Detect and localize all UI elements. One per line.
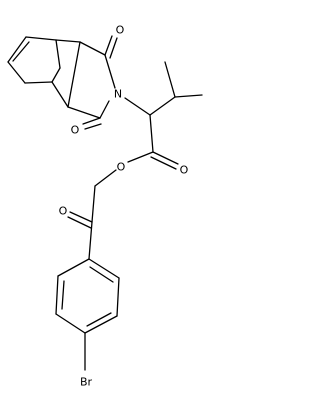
atom-label-ester-carbonyl-o: O xyxy=(180,164,189,177)
bond xyxy=(25,36,57,41)
bond-aromatic-inner xyxy=(61,280,65,310)
bond xyxy=(51,81,69,108)
bond xyxy=(149,114,154,153)
bond-carbonyl xyxy=(84,123,102,130)
bond xyxy=(84,315,118,334)
atom-label-imide-o-top: O xyxy=(116,24,125,37)
bond-carbonyl xyxy=(69,211,93,223)
bond xyxy=(104,54,116,89)
bond xyxy=(55,275,59,315)
atom-label-ester-o: O xyxy=(117,161,126,174)
molecule-structure-diagram: O O N O O O Br xyxy=(7,24,203,389)
bond xyxy=(174,94,203,98)
bond xyxy=(99,100,110,119)
atom-labels: O O N O O O Br xyxy=(59,24,189,389)
atom-label-imide-o-bottom: O xyxy=(71,124,80,137)
bond xyxy=(88,258,120,279)
bond xyxy=(91,185,96,223)
bond xyxy=(88,221,93,260)
bond-carbonyl xyxy=(104,35,113,56)
bond-carbonyl xyxy=(82,117,101,125)
bond-carbonyl xyxy=(152,151,179,165)
bond xyxy=(55,313,86,334)
bond-carbonyl xyxy=(67,216,92,229)
bond-bridge xyxy=(51,67,61,83)
bond-alkene xyxy=(7,36,27,63)
bond-aromatic-inner xyxy=(89,266,114,283)
bond xyxy=(24,81,53,84)
bond xyxy=(94,169,117,187)
bond-carbonyl xyxy=(150,156,177,170)
bond xyxy=(164,61,176,98)
imide-ring xyxy=(67,35,118,130)
bond xyxy=(149,96,176,116)
bond xyxy=(79,41,106,56)
atom-label-bromine: Br xyxy=(80,376,93,389)
bond xyxy=(55,39,81,43)
bond xyxy=(7,61,26,84)
bromophenyl-ring xyxy=(55,258,120,371)
bond xyxy=(67,41,81,108)
atom-label-ketone-o: O xyxy=(59,205,68,218)
norbornene-ring xyxy=(7,36,81,108)
bond xyxy=(127,151,154,163)
valine-ester-chain xyxy=(67,61,203,260)
bond xyxy=(116,277,120,317)
bond-bridge xyxy=(55,39,61,69)
bond xyxy=(124,97,151,116)
bond xyxy=(67,106,101,119)
bond-aromatic-inner xyxy=(86,312,112,327)
bond-carbonyl xyxy=(109,37,118,59)
bond xyxy=(57,258,90,277)
atom-label-nitrogen: N xyxy=(114,88,122,101)
bond-alkene-inner xyxy=(12,41,30,62)
